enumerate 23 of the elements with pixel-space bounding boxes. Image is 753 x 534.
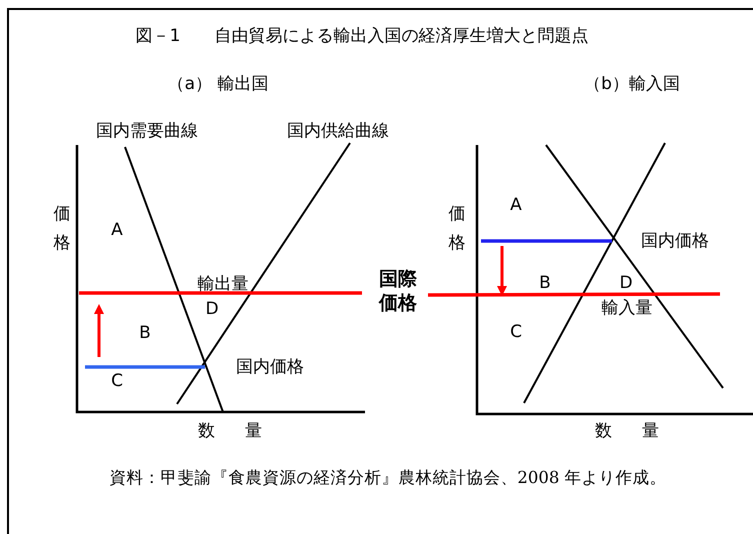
curve-label: 国内供給曲線 (287, 121, 389, 141)
quantity-label: 輸出量 (198, 274, 248, 294)
area-label: B (539, 273, 551, 293)
price-label: 国際価格 (378, 267, 418, 315)
area-label: C (111, 371, 123, 391)
area-label: C (510, 322, 522, 342)
area-label: D (205, 299, 219, 319)
area-label: B (139, 323, 151, 343)
axis-label: 数量 (198, 421, 292, 441)
axis-label: 価格 (52, 192, 72, 248)
curve-label: 国内需要曲線 (96, 121, 198, 141)
area-label: A (510, 195, 522, 215)
area-label: A (111, 220, 123, 240)
price-label: 国内価格 (641, 231, 709, 251)
source-note: 資料：甲斐諭『食農資源の経済分析』農林統計協会、2008 年より作成。 (109, 468, 667, 488)
panel-label: （a） 輸出国 (168, 74, 268, 94)
area-label: D (619, 273, 633, 293)
panel-label: （b）輸入国 (584, 74, 680, 94)
price-label: 国内価格 (236, 357, 304, 377)
axis-label: 数量 (595, 421, 689, 441)
figure-title: 図－1 自由貿易による輸出入国の経済厚生増大と問題点 (136, 26, 588, 46)
axis-label: 価格 (447, 192, 467, 248)
quantity-label: 輸入量 (602, 298, 652, 318)
